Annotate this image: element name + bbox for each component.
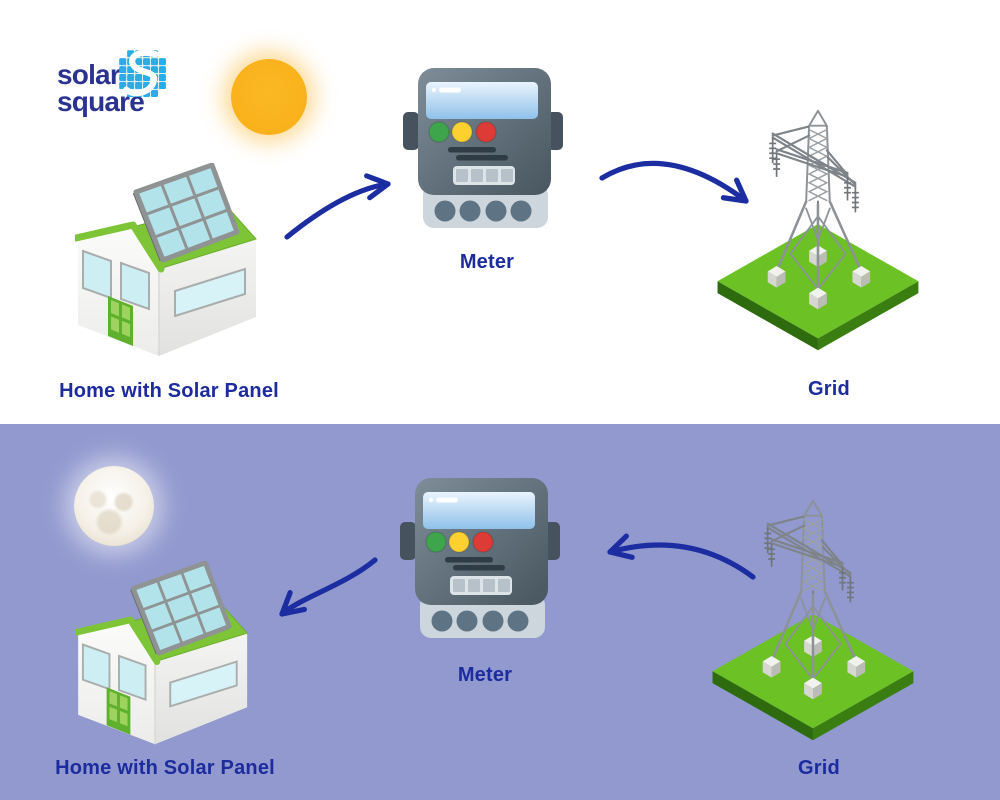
sun-icon — [231, 59, 307, 135]
night-section: Home with Solar Panel Meter Grid — [0, 424, 1000, 800]
grid-label-day: Grid — [808, 378, 850, 400]
home-with-solar-panel-icon-night — [75, 561, 256, 749]
home-label-night: Home with Solar Panel — [55, 757, 275, 779]
meter-icon-night — [400, 477, 560, 639]
meter-label-night: Meter — [457, 664, 513, 686]
day-section: solar square Home with Solar Panel Meter… — [0, 0, 1000, 424]
home-with-solar-panel-icon-day — [75, 163, 265, 361]
home-label-day: Home with Solar Panel — [59, 380, 279, 402]
moon-icon — [74, 466, 154, 546]
grid-tower-icon-night — [702, 496, 920, 754]
meter-label-day: Meter — [459, 251, 515, 273]
solarsquare-logo: solar square — [57, 50, 207, 146]
solarsquare-pixel-s-icon — [119, 50, 166, 97]
grid-tower-icon-day — [707, 106, 925, 364]
meter-icon-day — [403, 67, 563, 229]
logo-word-solar: solar — [57, 59, 121, 90]
grid-label-night: Grid — [798, 757, 840, 779]
